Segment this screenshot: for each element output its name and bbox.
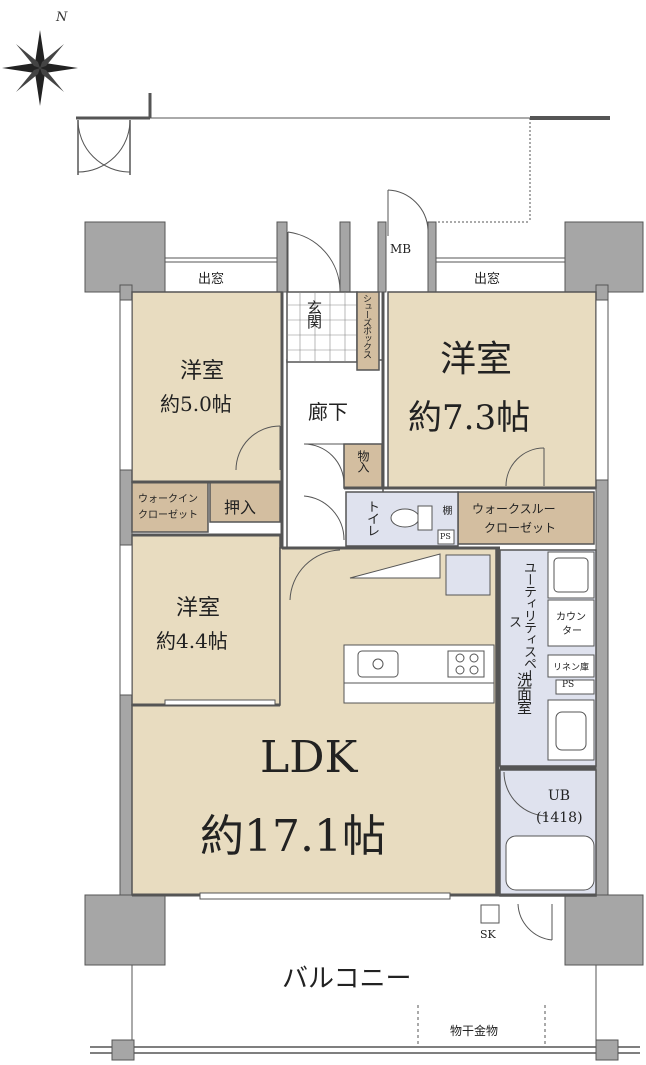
drying-hardware-label: 物干金物 [450,1024,499,1038]
ps-toilet-label: PS [440,532,451,541]
walk-in-closet-line2: クローゼット [138,510,198,521]
utility-space-label: ユーティリティスペース [506,561,536,681]
sk-label: SK [480,928,496,941]
room-fills [131,291,597,896]
entrance-tiles [287,292,357,362]
walk-in-closet-line1: ウォークイン [138,494,198,505]
toilet-fixture [390,505,455,545]
bedroom-c-name: 洋室 [176,596,221,621]
compass-rose-icon [2,30,78,106]
storage-label: 物入 [356,450,370,472]
balcony [90,904,640,1061]
linen-storage-label: リネン庫 [553,663,590,673]
entrance-label: 玄関 [305,300,323,328]
shelf-label: 棚 [440,505,451,514]
bedroom-b-name: 洋室 [440,339,513,380]
room-bedroom-b [387,291,597,489]
hallway-label: 廊下 [308,400,348,424]
bay-window-right-label: 出窓 [474,272,501,287]
corridor-outline [76,93,610,223]
washroom-label: 洗面室 [515,672,533,714]
mb-label: MB [390,242,412,256]
walk-through-closet-line2: クローゼット [484,521,557,535]
bedroom-c-size: 約4.4帖 [156,629,228,653]
windows [119,299,609,900]
walk-through-closet-line1: ウォークスルー [472,502,556,516]
bay-window-left-label: 出窓 [198,272,225,287]
room-bedroom-a [131,291,283,483]
bedroom-a-name: 洋室 [180,359,225,384]
ub-label: UB [548,788,571,804]
toilet-label: トイレ [364,500,379,536]
counter-line1: カウン [556,612,586,623]
bedroom-a-size: 約5.0帖 [160,392,232,416]
oshiire-closet [209,481,281,523]
entrance-floor [286,291,358,363]
bedroom-b-size: 約7.3帖 [408,398,531,438]
bay-windows [164,257,566,293]
ldk-name: LDK [260,732,358,783]
utility-fixtures [505,551,595,891]
shoe-box-label: シューズボックス [361,294,371,358]
door-swings [235,189,553,941]
ub-size-label: (1418) [536,810,583,826]
ps-utility-label: PS [562,680,575,690]
balcony-label: バルコニー [282,964,412,994]
closet-label: 押入 [224,498,257,517]
kitchen-counter [343,553,495,704]
storage-fills [131,291,595,545]
north-indicator: N [56,10,68,25]
walk-through-closet [457,491,595,545]
storage-closet [343,443,383,489]
shoe-box [356,291,380,371]
ldk-size: 約17.1帖 [200,811,386,862]
walk-in-closet [131,481,209,533]
counter-line2: ター [562,626,582,637]
